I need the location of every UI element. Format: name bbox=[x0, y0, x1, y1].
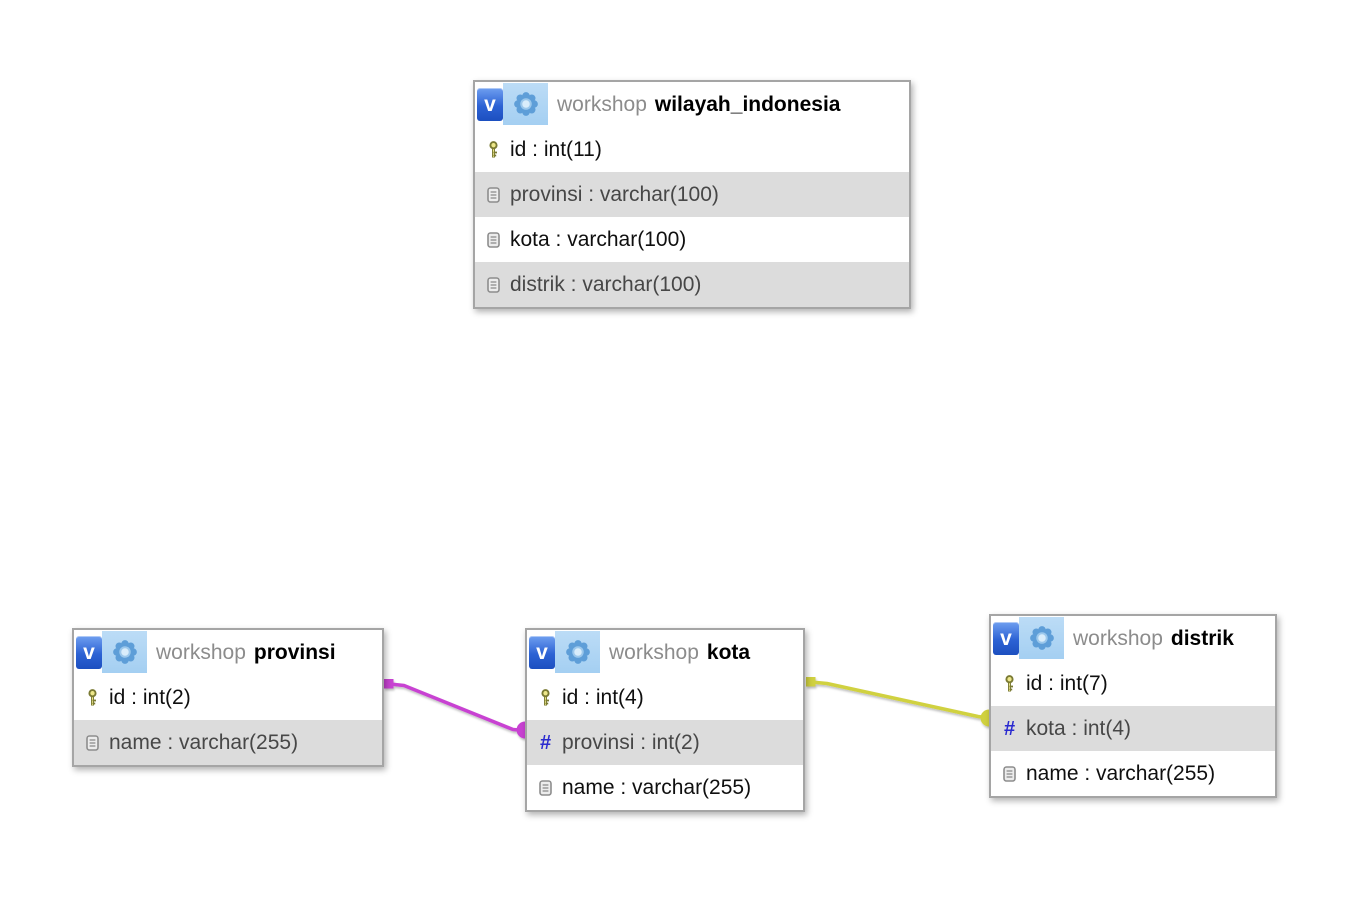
column-icon bbox=[485, 276, 502, 293]
table-name: distrik bbox=[1170, 626, 1234, 650]
column-text: id : int(2) bbox=[109, 685, 191, 709]
primary-key-icon bbox=[84, 688, 101, 707]
column-row-id[interactable]: id : int(2) bbox=[74, 675, 382, 720]
table-provinsi[interactable]: v workshop provinsi bbox=[72, 628, 384, 767]
column-icon bbox=[84, 734, 101, 751]
column-row-name[interactable]: name : varchar(255) bbox=[74, 720, 382, 765]
table-kota[interactable]: v workshop kota bbox=[525, 628, 805, 812]
column-row-id[interactable]: id : int(11) bbox=[475, 127, 909, 172]
primary-key-icon bbox=[537, 688, 554, 707]
table-distrik[interactable]: v workshop distrik bbox=[989, 614, 1277, 798]
schema-name: workshop bbox=[1073, 626, 1163, 650]
primary-key-icon bbox=[1001, 674, 1018, 693]
column-icon bbox=[537, 779, 554, 796]
table-name: provinsi bbox=[253, 640, 336, 664]
column-text: kota : varchar(100) bbox=[510, 227, 687, 251]
view-icon: v bbox=[993, 622, 1019, 655]
schema-name: workshop bbox=[156, 640, 246, 664]
column-row-kota-fk[interactable]: # kota : int(4) bbox=[991, 706, 1275, 751]
table-header[interactable]: v workshop wilayah_indonesia bbox=[475, 82, 909, 127]
column-row-provinsi[interactable]: provinsi : varchar(100) bbox=[475, 172, 909, 217]
column-text: kota : int(4) bbox=[1026, 716, 1132, 740]
column-row-kota[interactable]: kota : varchar(100) bbox=[475, 217, 909, 262]
relation-kota-distrik bbox=[806, 677, 998, 727]
column-row-id[interactable]: id : int(4) bbox=[527, 675, 803, 720]
column-text: provinsi : varchar(100) bbox=[510, 182, 719, 206]
column-text: name : varchar(255) bbox=[109, 730, 299, 754]
gear-icon bbox=[102, 631, 147, 673]
column-row-id[interactable]: id : int(7) bbox=[991, 661, 1275, 706]
column-text: provinsi : int(2) bbox=[562, 730, 700, 754]
column-icon bbox=[485, 231, 502, 248]
column-text: id : int(7) bbox=[1026, 671, 1108, 695]
column-row-name[interactable]: name : varchar(255) bbox=[991, 751, 1275, 796]
column-row-provinsi-fk[interactable]: # provinsi : int(2) bbox=[527, 720, 803, 765]
table-header[interactable]: v workshop distrik bbox=[991, 616, 1275, 661]
schema-name: workshop bbox=[557, 92, 647, 116]
view-icon: v bbox=[477, 88, 503, 121]
gear-icon bbox=[555, 631, 600, 673]
relation-line-kota-distrik[interactable] bbox=[809, 680, 991, 720]
gear-icon bbox=[1019, 617, 1064, 659]
table-name: wilayah_indonesia bbox=[654, 92, 841, 116]
table-header[interactable]: v workshop provinsi bbox=[74, 630, 382, 675]
index-hash-icon: # bbox=[539, 731, 552, 754]
view-icon: v bbox=[76, 636, 102, 669]
column-row-name[interactable]: name : varchar(255) bbox=[527, 765, 803, 810]
table-name: kota bbox=[706, 640, 751, 664]
index-hash-icon: # bbox=[1003, 717, 1016, 740]
column-text: id : int(4) bbox=[562, 685, 644, 709]
relation-provinsi-kota bbox=[384, 679, 534, 739]
column-row-distrik[interactable]: distrik : varchar(100) bbox=[475, 262, 909, 307]
table-header[interactable]: v workshop kota bbox=[527, 630, 803, 675]
column-text: name : varchar(255) bbox=[1026, 761, 1216, 785]
relation-line-provinsi-kota[interactable] bbox=[388, 682, 527, 733]
column-text: distrik : varchar(100) bbox=[510, 272, 702, 296]
column-text: name : varchar(255) bbox=[562, 775, 752, 799]
column-text: id : int(11) bbox=[510, 137, 602, 161]
column-icon bbox=[485, 186, 502, 203]
view-icon: v bbox=[529, 636, 555, 669]
schema-name: workshop bbox=[609, 640, 699, 664]
column-icon bbox=[1001, 765, 1018, 782]
primary-key-icon bbox=[485, 140, 502, 159]
gear-icon bbox=[503, 83, 548, 125]
table-wilayah-indonesia[interactable]: v workshop wilayah_indonesia bbox=[473, 80, 911, 309]
